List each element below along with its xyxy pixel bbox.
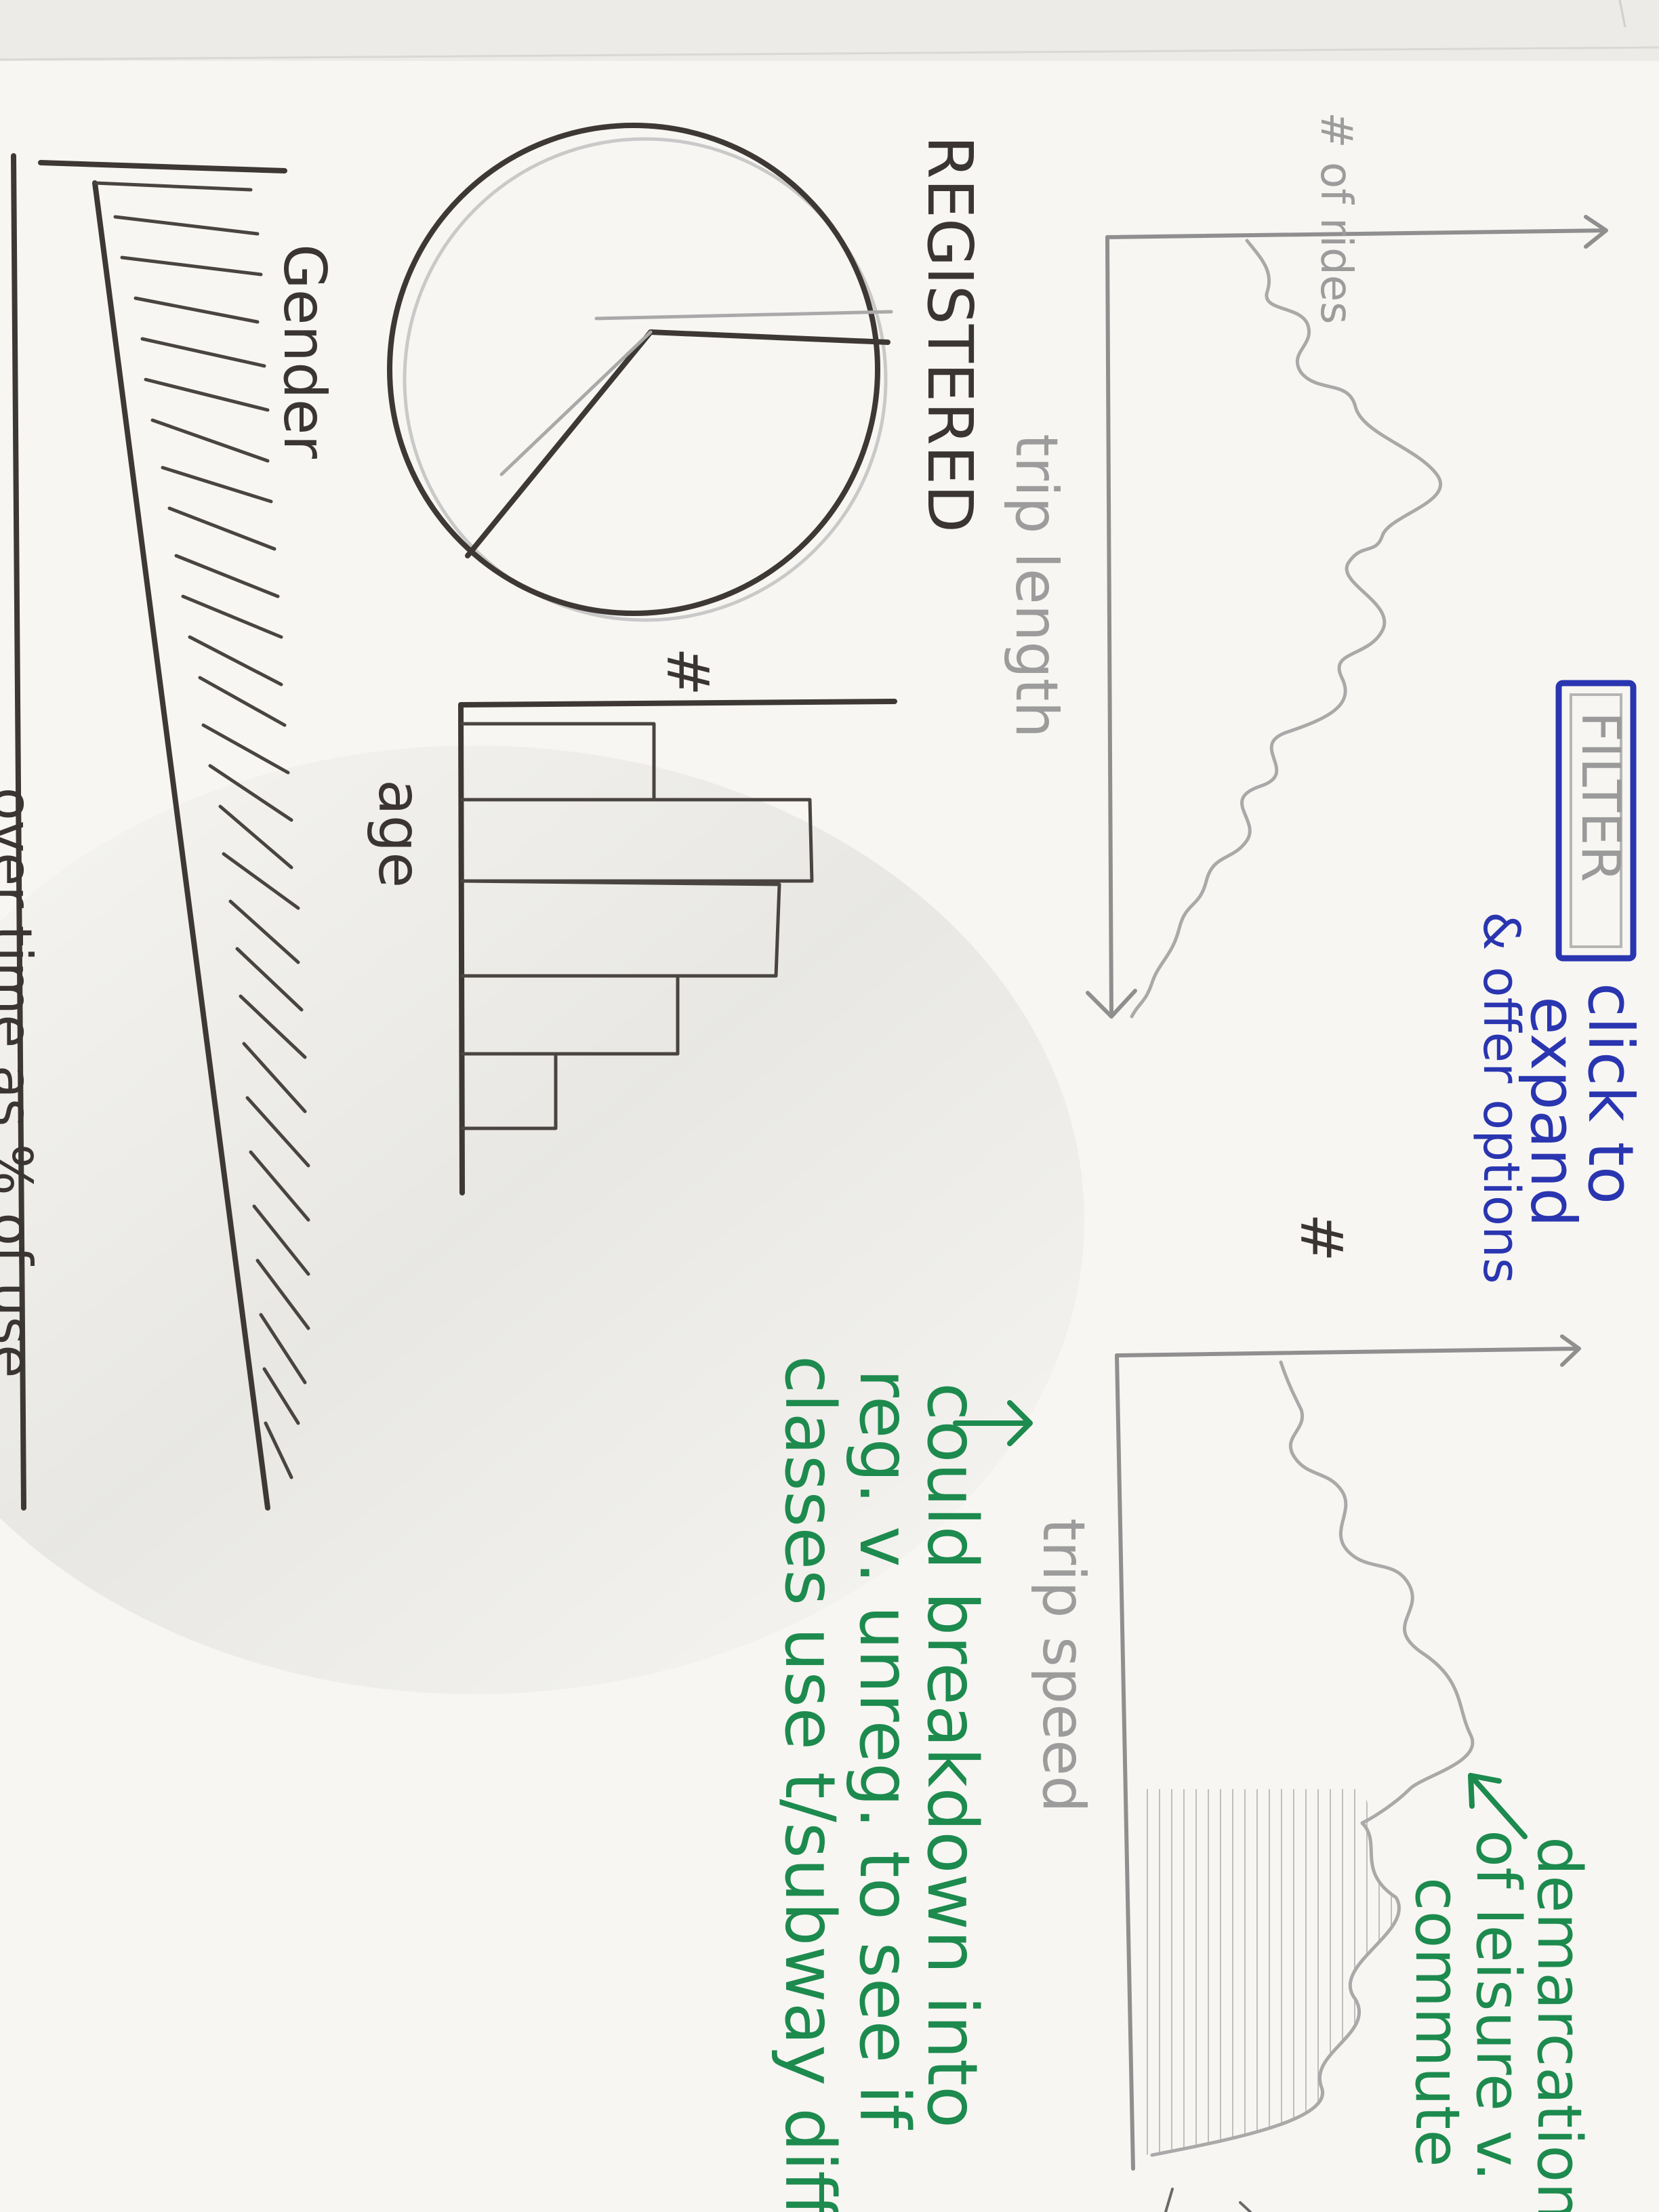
speed-count-label: # (1287, 1213, 1355, 1262)
age-count-axis (458, 699, 897, 708)
breakdown-line1: could breakdown into (912, 1382, 992, 2128)
trip-speed-axis-label: trip speed (1029, 1518, 1097, 1813)
paper-edge-marks (1164, 2188, 1252, 2212)
demarcation-note: demarcation of leisure v. commute (1401, 1830, 1595, 2212)
usage-over-time-axis (11, 153, 26, 1511)
filter-note-line2: expand (1517, 996, 1589, 1227)
demarcation-line1: demarcation (1523, 1837, 1595, 2212)
trip-speed-distribution-line (1150, 1360, 1475, 2157)
axis-arrowhead (1086, 989, 1137, 1019)
up-arrow-icon (953, 1400, 1033, 1446)
commute-shaded-region (1145, 1789, 1399, 2155)
gender-area-hatch (93, 181, 310, 1479)
filter-note-line3: & offer options (1472, 912, 1530, 1284)
breakdown-line2: reg. v. unreg. to see if (844, 1369, 924, 2130)
filter-button-label: FILTER (1570, 712, 1631, 882)
trip-length-chart: # of rides trip length (1002, 112, 1608, 1019)
trip-speed-chart: # trip speed (1029, 1213, 1581, 2171)
registered-pie-chart: REGISTERED (387, 123, 986, 622)
gender-top-axis (38, 160, 287, 173)
trip-length-x-axis (1105, 235, 1113, 1019)
filter-note: click to expand & offer options (1472, 912, 1647, 1284)
age-histogram-bars (460, 722, 814, 1130)
gender-area-chart: Gender ... over time as % of use (0, 153, 338, 1511)
age-count-label: # (653, 647, 721, 696)
age-label: age (365, 779, 433, 888)
usage-caption: ... over time as % of use (0, 718, 43, 1378)
diagonal-arrow-icon (1468, 1773, 1528, 1839)
demarcation-line3: commute (1401, 1877, 1473, 2167)
breakdown-line3: classes use t/subway diff (769, 1355, 850, 2212)
trip-length-distribution-line (1130, 239, 1443, 1019)
desk-edge (0, 0, 1659, 61)
age-x-axis (458, 702, 465, 1195)
demarcation-line2: of leisure v. (1462, 1830, 1534, 2182)
filter-note-line1: click to (1574, 983, 1647, 1204)
rides-y-axis (1105, 215, 1608, 249)
trip-length-axis-label: trip length (1002, 434, 1070, 738)
breakdown-note: could breakdown into reg. v. unreg. to s… (769, 1355, 992, 2212)
rides-axis-label: # of rides (1311, 112, 1361, 324)
age-histogram: # age (365, 647, 897, 1195)
trip-speed-x-axis (1115, 1353, 1135, 2171)
gender-diagonal-boundary (92, 180, 270, 1511)
pie-slice-divider (465, 329, 890, 558)
pie-pencil-guides (499, 310, 893, 476)
filter-button[interactable]: FILTER (1555, 680, 1637, 962)
speed-count-y-axis (1115, 1334, 1581, 1367)
gender-label: Gender (270, 244, 338, 459)
registered-label: REGISTERED (914, 136, 986, 533)
